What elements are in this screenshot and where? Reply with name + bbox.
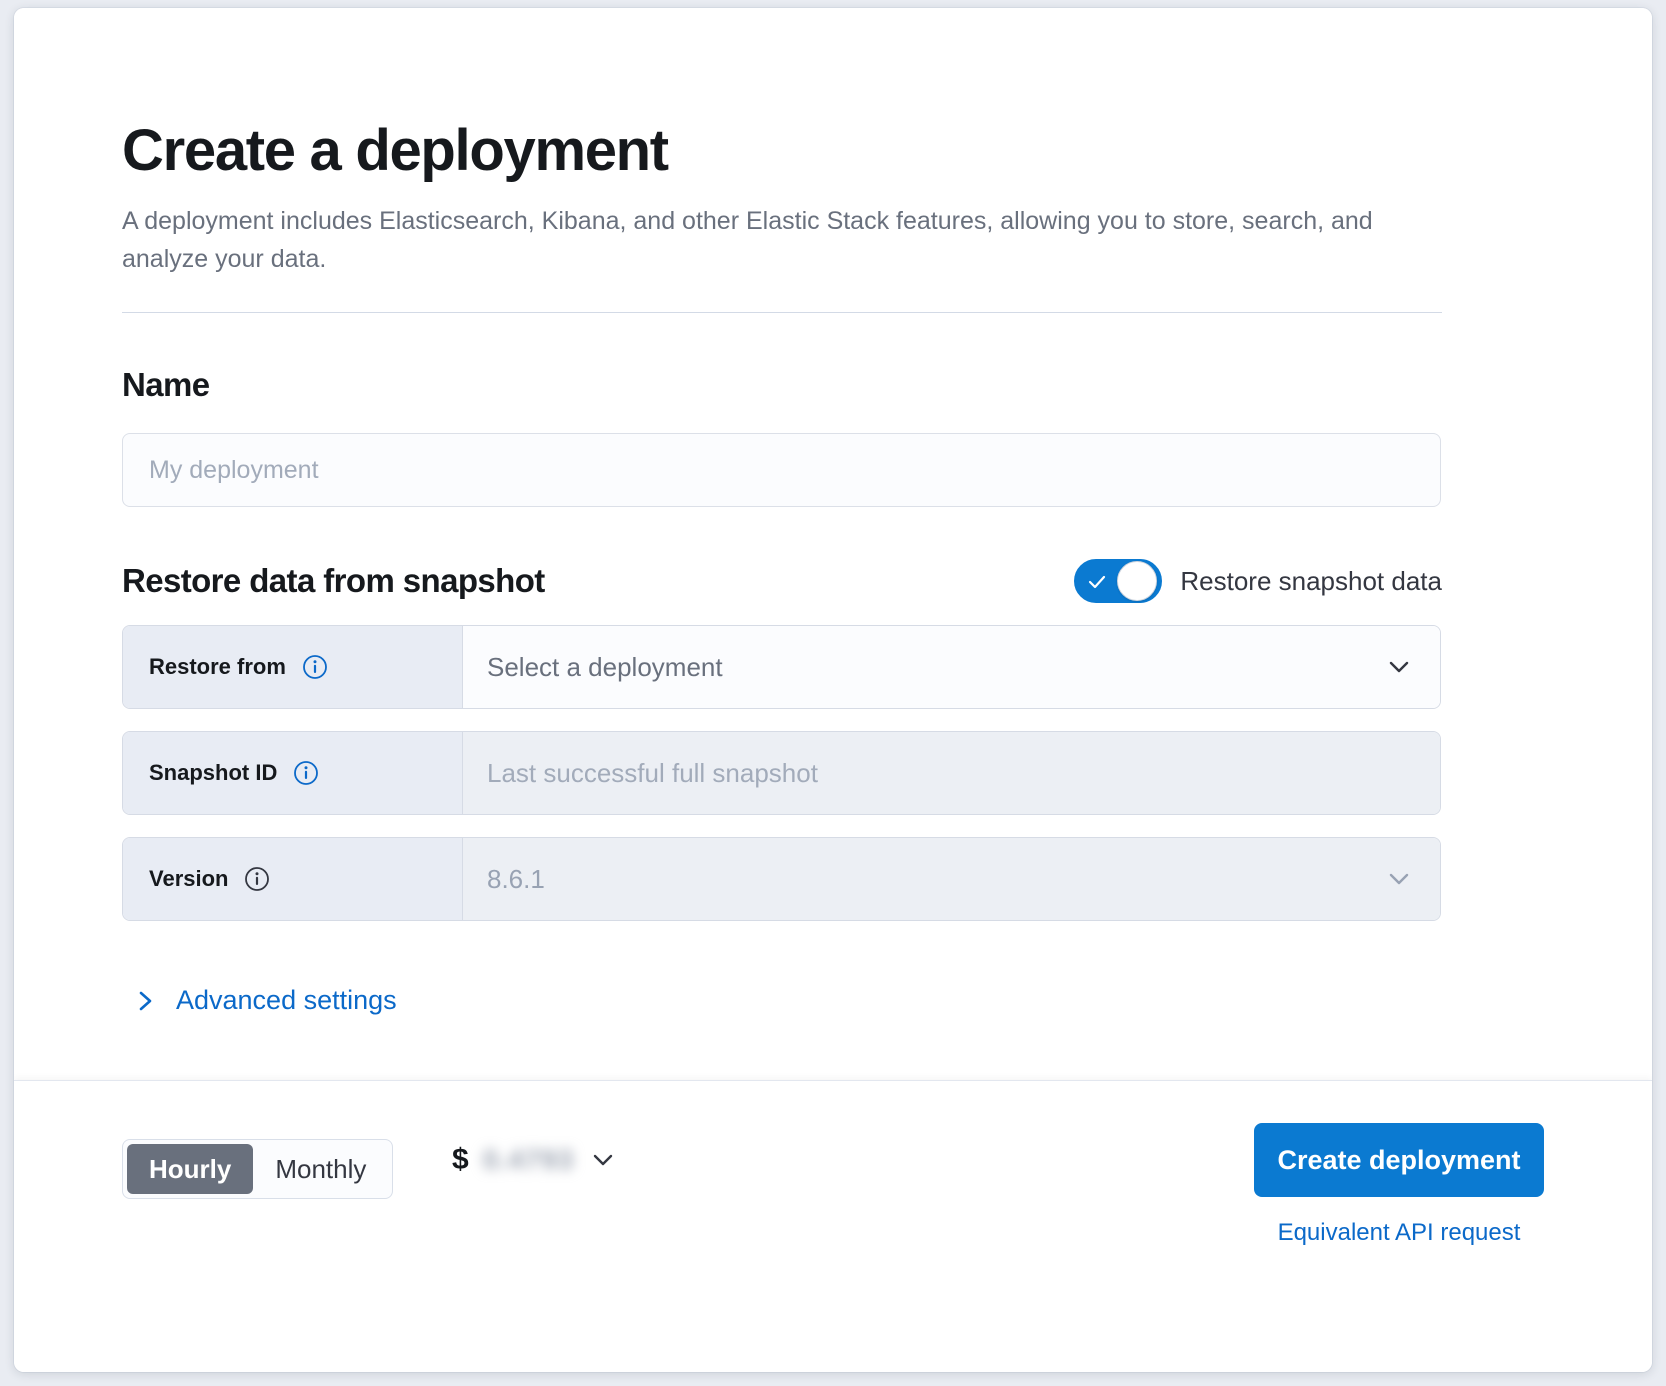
version-label-cell: Version [123, 838, 463, 920]
chevron-down-icon [1384, 864, 1414, 894]
deployment-name-input[interactable] [122, 433, 1441, 507]
restore-from-label: Restore from [149, 654, 286, 679]
snapshot-id-label-cell: Snapshot ID [123, 732, 463, 814]
header-divider [122, 312, 1442, 313]
page-subtitle: A deployment includes Elasticsearch, Kib… [122, 207, 1373, 273]
advanced-settings-label: Advanced settings [176, 985, 397, 1015]
create-deployment-button[interactable]: Create deployment [1254, 1123, 1544, 1197]
price-currency-symbol: $ [452, 1143, 469, 1176]
billing-option-hourly[interactable]: Hourly [127, 1144, 254, 1194]
version-select[interactable]: 8.6.1 [463, 838, 1440, 920]
name-section-heading: Name [122, 366, 210, 403]
footer-bar: Hourly Monthly $ 0.4793 Create deploymen… [14, 1080, 1652, 1372]
restore-snapshot-switch[interactable] [1074, 559, 1163, 603]
app-window: Create a deployment A deployment include… [14, 8, 1652, 1372]
chevron-right-icon [132, 988, 158, 1014]
chevron-down-icon [1384, 652, 1414, 682]
price-amount: 0.4793 [482, 1144, 575, 1175]
switch-knob [1117, 561, 1158, 601]
advanced-settings-toggle[interactable]: Advanced settings [122, 985, 397, 1016]
restore-section-header: Restore data from snapshot Restore snaps… [122, 559, 1442, 603]
version-label: Version [149, 866, 229, 891]
restore-from-select[interactable]: Select a deployment [463, 626, 1440, 708]
equivalent-api-request-link[interactable]: Equivalent API request [1277, 1219, 1521, 1246]
version-row: Version 8.6.1 [122, 837, 1441, 921]
billing-option-monthly[interactable]: Monthly [275, 1153, 367, 1184]
restore-from-label-cell: Restore from [123, 626, 463, 708]
restore-from-value: Select a deployment [487, 651, 723, 682]
chevron-down-icon[interactable] [588, 1145, 618, 1175]
snapshot-id-row: Snapshot ID Last successful full snapsho… [122, 731, 1441, 815]
info-circle-icon[interactable] [244, 866, 270, 892]
restore-section-heading: Restore data from snapshot [122, 562, 545, 599]
info-circle-icon[interactable] [302, 654, 328, 680]
deployment-form-content: Create a deployment A deployment include… [14, 8, 1652, 1080]
page-title: Create a deployment [122, 118, 669, 183]
version-value: 8.6.1 [487, 863, 545, 894]
snapshot-id-label: Snapshot ID [149, 760, 278, 785]
billing-period-toggle: Hourly Monthly [122, 1139, 394, 1199]
check-icon [1087, 572, 1107, 592]
restore-from-row: Restore from Select a deployment [122, 625, 1441, 709]
snapshot-id-value: Last successful full snapshot [487, 757, 818, 788]
price-summary[interactable]: $ 0.4793 [452, 1143, 618, 1177]
restore-snapshot-toggle-group: Restore snapshot data [1074, 559, 1442, 603]
snapshot-id-field[interactable]: Last successful full snapshot [463, 732, 1440, 814]
info-circle-icon[interactable] [293, 760, 319, 786]
restore-snapshot-toggle-label: Restore snapshot data [1180, 565, 1442, 596]
